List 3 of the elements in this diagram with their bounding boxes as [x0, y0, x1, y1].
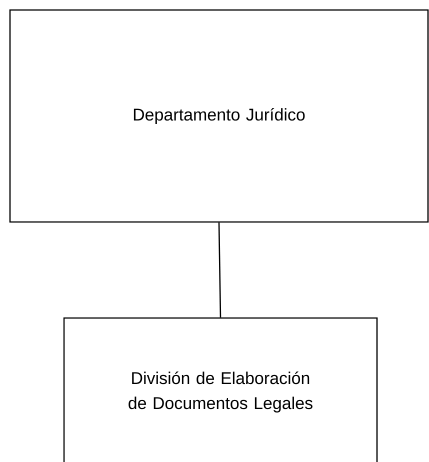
connector-line [218, 222, 222, 318]
org-box: División de Elaboración de Documentos Legales [63, 317, 378, 462]
org-box: Departamento Jurídico [9, 9, 429, 223]
